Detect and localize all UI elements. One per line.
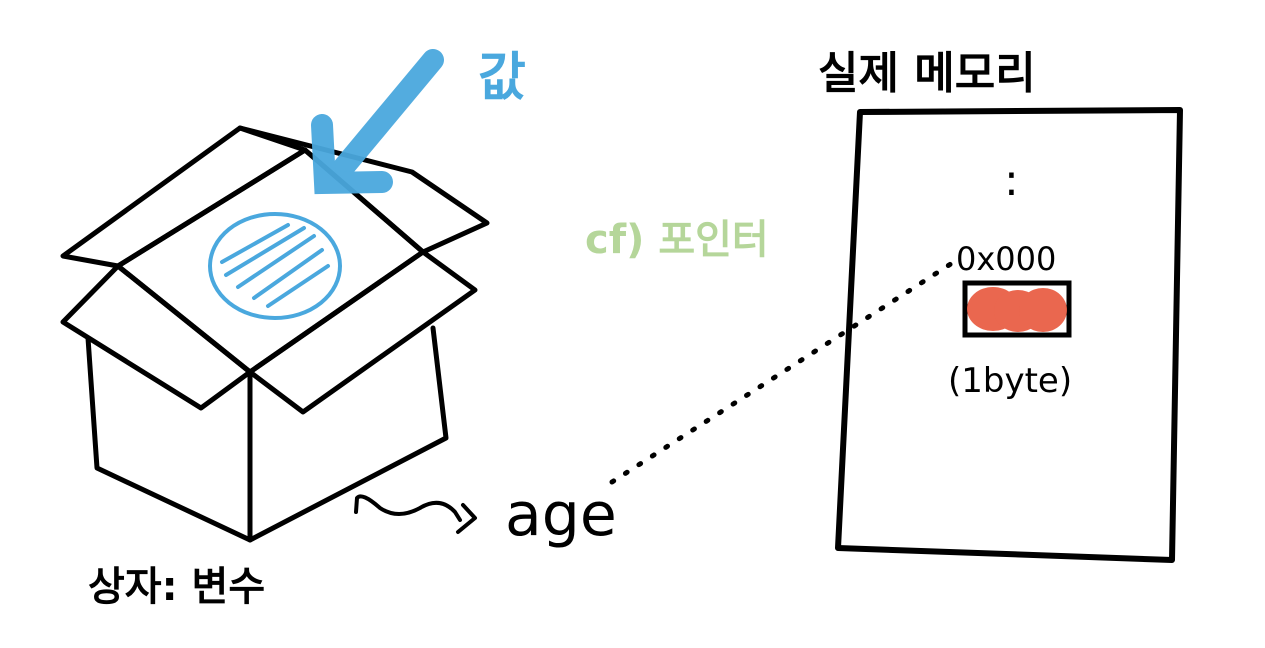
value-disc xyxy=(208,212,342,320)
memory-address: 0x000 xyxy=(956,240,1056,278)
memory-title: 실제 메모리 xyxy=(818,48,1036,99)
value-arrow xyxy=(311,49,444,195)
box-back-left-flap xyxy=(60,125,308,269)
box-front-right-flap xyxy=(247,249,478,415)
pointer-note: cf) 포인터 xyxy=(585,217,769,263)
value-label: 값 xyxy=(478,48,526,108)
box-drawing xyxy=(60,125,490,543)
memory-cell xyxy=(962,280,1072,338)
box-left-face xyxy=(85,335,253,543)
memory-ellipsis: : xyxy=(1004,155,1019,206)
memory-cell-size: (1byte) xyxy=(948,361,1072,401)
box-caption: 상자: 변수 xyxy=(88,564,265,610)
box-right-face xyxy=(247,325,449,543)
squiggle-arrow xyxy=(354,494,477,534)
memory-block xyxy=(835,107,1183,563)
address-link xyxy=(609,255,963,485)
variable-name: age xyxy=(505,480,617,550)
